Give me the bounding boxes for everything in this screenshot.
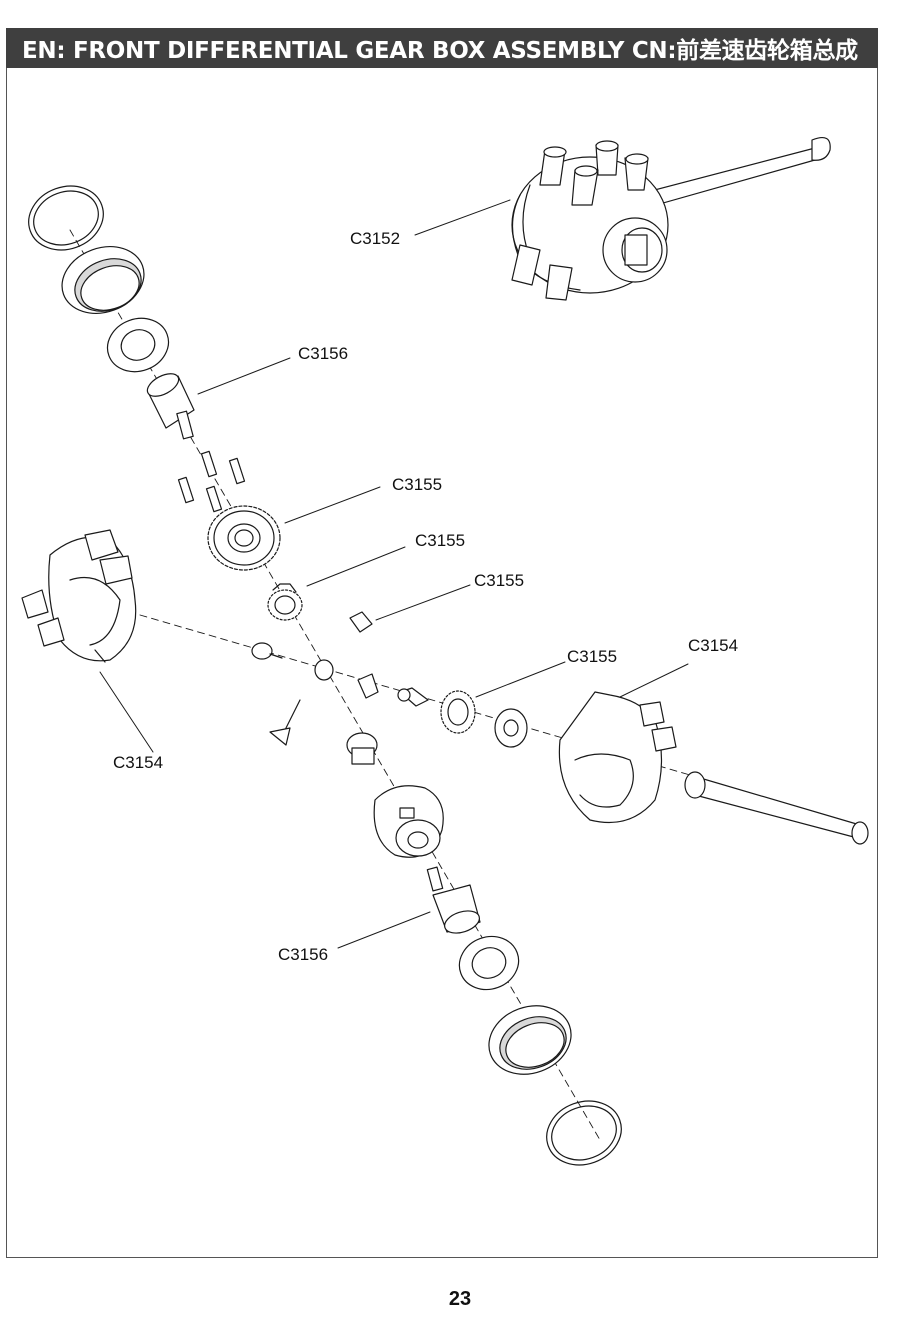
bearing-bottom-icon — [458, 935, 520, 991]
drive-cup-top-icon — [146, 373, 195, 440]
bearing-top-icon — [106, 317, 170, 373]
spider-gears-icon — [251, 642, 429, 765]
o-ring-bottom-icon — [546, 1100, 622, 1166]
small-bevel-gear-icon — [349, 611, 373, 633]
page-header: EN: FRONT DIFFERENTIAL GEAR BOX ASSEMBLY… — [6, 28, 878, 68]
part-label-c3154-left: C3154 — [113, 753, 164, 772]
drive-cup-bottom-icon — [426, 866, 481, 934]
bearing-seat-bottom-icon — [488, 1005, 572, 1075]
ring-gear-icon — [207, 505, 281, 571]
page-number: 23 — [448, 1288, 472, 1310]
part-label-c3155-b: C3155 — [415, 531, 466, 550]
part-label-c3155-a: C3155 — [392, 475, 443, 494]
part-label-c3156-bottom: C3156 — [278, 945, 329, 964]
housing-c3152-icon — [511, 137, 831, 301]
side-gear-icon — [440, 690, 476, 734]
diagram-frame — [6, 68, 878, 1258]
differential-carrier-icon — [373, 785, 444, 858]
o-ring-top-icon — [28, 185, 104, 251]
screws-icon — [177, 450, 246, 513]
header-title: EN: FRONT DIFFERENTIAL GEAR BOX ASSEMBLY… — [22, 38, 858, 64]
housing-half-right-icon — [558, 691, 869, 845]
housing-half-left-icon — [21, 529, 137, 663]
part-label-c3154-right: C3154 — [688, 636, 739, 655]
part-label-c3156-top: C3156 — [298, 344, 349, 363]
part-label-c3155-c: C3155 — [474, 571, 525, 590]
spacer-bearing-icon — [494, 708, 528, 748]
bearing-seat-top-icon — [61, 246, 145, 314]
pinion-gear-icon — [267, 583, 303, 621]
part-label-c3152: C3152 — [350, 229, 401, 248]
part-label-c3155-d: C3155 — [567, 647, 618, 666]
assembly-axis-lines — [69, 229, 691, 1141]
leader-lines — [99, 199, 689, 949]
